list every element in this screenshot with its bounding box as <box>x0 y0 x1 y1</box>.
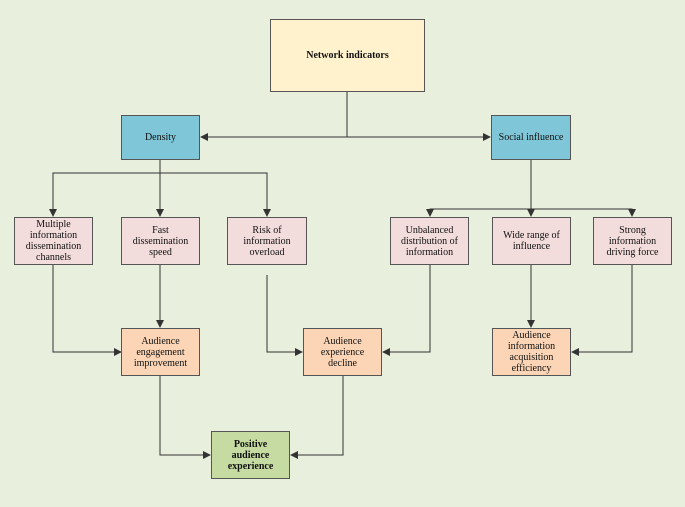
edge-root-to-density <box>200 92 348 141</box>
node-risk-overload: Risk of information overload <box>227 217 307 265</box>
node-fast-speed: Fast dissemination speed <box>121 217 200 265</box>
node-positive-experience: Positive audience experience <box>211 431 290 479</box>
edge-density-to-multi <box>49 160 161 217</box>
edge-social-to-strong <box>531 208 636 217</box>
edge-engage-to-positive <box>159 376 211 459</box>
edge-social-to-unbal <box>426 208 531 217</box>
node-social-influence: Social influence <box>491 115 571 160</box>
edge-density-to-risk <box>160 172 271 217</box>
edge-multi-to-engage <box>52 264 122 356</box>
edge-strong-to-acq <box>571 264 633 356</box>
node-multiple-channels: Multiple information dissemination chann… <box>14 217 93 265</box>
edge-risk-to-decline <box>266 275 303 356</box>
edge-unbal-to-decline <box>382 264 431 356</box>
edge-decline-to-positive <box>290 376 344 459</box>
node-wide-range: Wide range of influence <box>492 217 571 265</box>
node-experience-decline: Audience experience decline <box>303 328 382 376</box>
node-acquisition-efficiency: Audience information acquisition efficie… <box>492 328 571 376</box>
node-strong-driving-force: Strong information driving force <box>593 217 672 265</box>
node-density: Density <box>121 115 200 160</box>
node-unbalanced-distribution: Unbalanced distribution of information <box>390 217 469 265</box>
node-engagement-improvement: Audience engagement improvement <box>121 328 200 376</box>
node-network-indicators: Network indicators <box>270 19 425 92</box>
